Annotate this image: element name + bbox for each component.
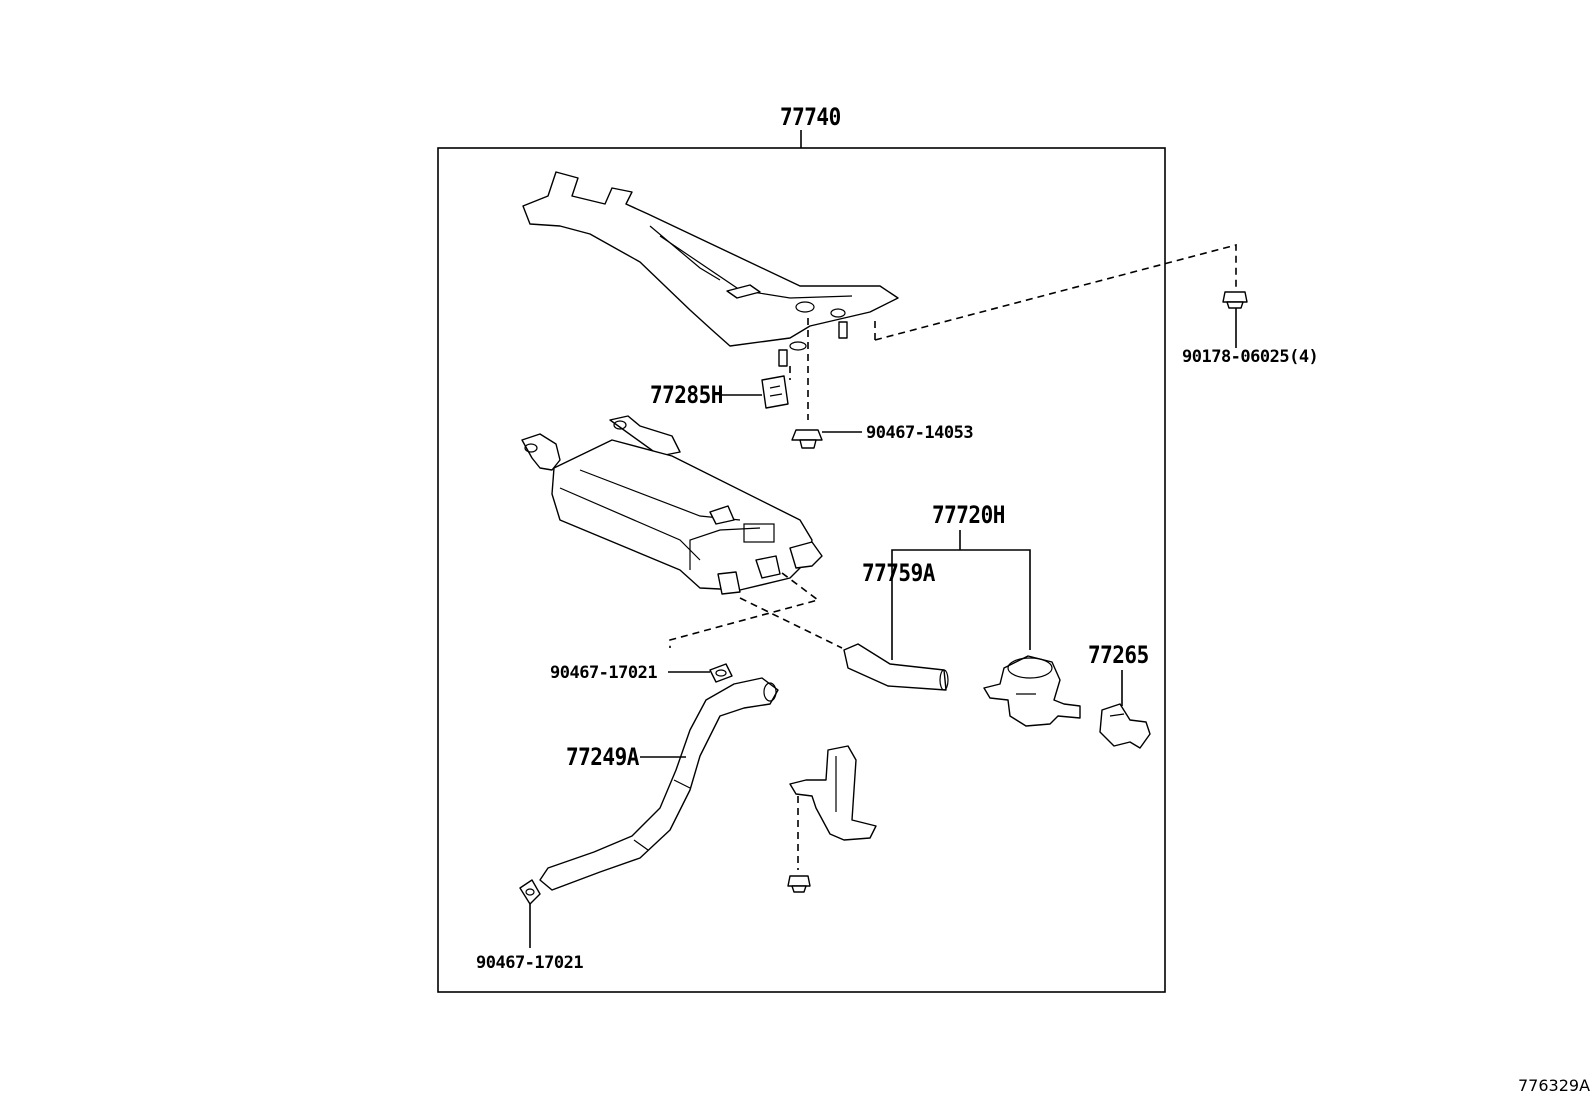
label-nut: 90467-14053 bbox=[866, 423, 974, 443]
canister-dashed-lines bbox=[669, 572, 843, 649]
valve-body-part bbox=[983, 655, 1081, 727]
clip-bracket-part bbox=[761, 375, 789, 409]
hose-assembly-bracket bbox=[891, 549, 1031, 660]
mounting-bracket bbox=[522, 171, 899, 367]
label-clamp-upper: 90467-17021 bbox=[550, 663, 658, 683]
assembly-frame bbox=[437, 147, 1166, 993]
label-bolt-set: 90178-06025(4) bbox=[1182, 347, 1319, 367]
label-clip-bracket: 77285H bbox=[650, 381, 723, 409]
canister bbox=[521, 415, 823, 595]
short-hose-part bbox=[843, 643, 949, 691]
bolt-right bbox=[1222, 291, 1248, 309]
clamp-lower-part bbox=[519, 879, 541, 905]
clamp-upper-part bbox=[709, 663, 733, 683]
label-hose-assembly: 77720H bbox=[932, 501, 1005, 529]
lower-nut-part bbox=[787, 875, 811, 893]
label-hose-short: 77759A bbox=[862, 559, 935, 587]
label-clamp-lower: 90467-17021 bbox=[476, 953, 584, 973]
nut-part bbox=[791, 429, 823, 449]
hose-pipe-part bbox=[539, 677, 779, 891]
label-valve: 77265 bbox=[1088, 641, 1149, 669]
reference-code: 776329A bbox=[1518, 1076, 1591, 1095]
vsv-valve-part bbox=[1099, 703, 1151, 749]
bolt-dashed-line-right bbox=[874, 243, 1237, 341]
label-hose-pipe: 77249A bbox=[566, 743, 639, 771]
lower-bracket-part bbox=[789, 745, 877, 841]
label-assembly: 77740 bbox=[780, 103, 841, 131]
